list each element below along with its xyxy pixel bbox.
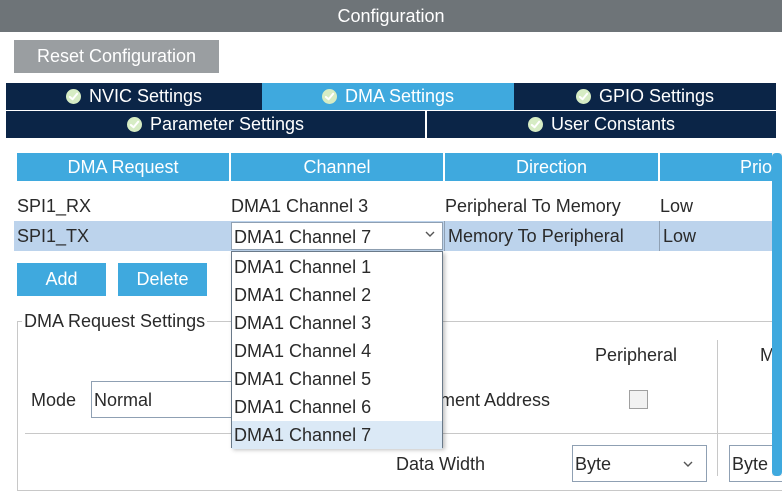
tab-gpio-settings[interactable]: GPIO Settings xyxy=(514,83,776,110)
tab-dma-settings[interactable]: DMA Settings xyxy=(262,83,514,110)
tab-nvic-settings[interactable]: NVIC Settings xyxy=(6,83,262,110)
table-row-selected[interactable]: SPI1_TX DMA1 Channel 7 Memory To Periphe… xyxy=(14,221,772,251)
cell-priority: Low xyxy=(659,221,772,251)
data-width-label: Data Width xyxy=(396,454,486,474)
window-title: Configuration xyxy=(337,6,445,26)
memory-label: M xyxy=(760,345,775,365)
column-header-channel[interactable]: Channel xyxy=(231,153,445,181)
cell-request: SPI1_TX xyxy=(17,225,90,246)
chevron-down-icon xyxy=(425,231,435,237)
column-header-label: Prio xyxy=(739,156,772,177)
dropdown-option[interactable]: DMA1 Channel 5 xyxy=(234,368,372,389)
peripheral-label: Peripheral xyxy=(595,345,678,365)
check-circle-icon xyxy=(126,117,142,132)
scrollbar-thumb[interactable] xyxy=(772,153,782,476)
group-title: DMA Request Settings xyxy=(22,311,208,332)
title-bar: Configuration xyxy=(0,0,782,32)
cell-priority: Low xyxy=(660,195,694,216)
cell-request: SPI1_RX xyxy=(17,195,92,216)
select-value: Byte xyxy=(732,454,769,474)
channel-dropdown-list: DMA1 Channel 1 DMA1 Channel 2 DMA1 Chann… xyxy=(231,251,443,449)
mode-select[interactable]: Normal xyxy=(91,381,251,418)
tab-label: NVIC Settings xyxy=(88,86,203,106)
check-circle-icon xyxy=(321,89,337,104)
dropdown-option-highlighted[interactable]: DMA1 Channel 7 xyxy=(232,421,442,449)
tab-label: DMA Settings xyxy=(344,86,455,106)
column-header-dma-request[interactable]: DMA Request xyxy=(17,153,231,181)
dropdown-option[interactable]: DMA1 Channel 6 xyxy=(234,396,372,417)
check-circle-icon xyxy=(65,89,81,104)
dropdown-option[interactable]: DMA1 Channel 2 xyxy=(234,284,372,305)
chevron-down-icon xyxy=(683,461,693,467)
tab-parameter-settings[interactable]: Parameter Settings xyxy=(6,111,425,138)
column-divider xyxy=(717,340,718,476)
mode-select-value: Normal xyxy=(94,390,153,410)
cell-direction: Peripheral To Memory xyxy=(445,195,621,216)
cell-direction: Memory To Peripheral xyxy=(444,221,659,251)
peripheral-increment-checkbox[interactable] xyxy=(629,390,648,409)
cell-channel: DMA1 Channel 3 xyxy=(231,195,369,216)
tab-label: GPIO Settings xyxy=(598,86,715,106)
add-button[interactable]: Add xyxy=(17,263,106,296)
delete-button[interactable]: Delete xyxy=(118,263,207,296)
tab-label: Parameter Settings xyxy=(149,114,305,134)
check-circle-icon xyxy=(575,89,591,104)
table-row[interactable]: SPI1_RX DMA1 Channel 3 Peripheral To Mem… xyxy=(14,191,772,221)
dropdown-option[interactable]: DMA1 Channel 4 xyxy=(234,340,372,361)
increment-address-label: ment Address xyxy=(440,390,551,410)
channel-select[interactable]: DMA1 Channel 7 xyxy=(231,222,443,250)
column-header-direction[interactable]: Direction xyxy=(445,153,660,181)
peripheral-data-width-select[interactable]: Byte xyxy=(572,445,707,482)
mode-label: Mode xyxy=(31,390,77,410)
dropdown-option[interactable]: DMA1 Channel 1 xyxy=(234,256,372,277)
tab-bar-secondary: Parameter Settings User Constants xyxy=(6,111,776,138)
reset-configuration-button[interactable]: Reset Configuration xyxy=(14,40,219,73)
check-circle-icon xyxy=(527,117,543,132)
tab-divider xyxy=(425,111,427,138)
tab-bar-primary: NVIC Settings DMA Settings GPIO Settings xyxy=(6,83,776,110)
channel-select-value: DMA1 Channel 7 xyxy=(234,227,372,247)
dropdown-option[interactable]: DMA1 Channel 3 xyxy=(234,312,372,333)
tab-label: User Constants xyxy=(550,114,676,134)
tab-user-constants[interactable]: User Constants xyxy=(427,111,776,138)
select-value: Byte xyxy=(575,454,612,474)
column-header-priority[interactable]: Prio xyxy=(660,153,772,181)
